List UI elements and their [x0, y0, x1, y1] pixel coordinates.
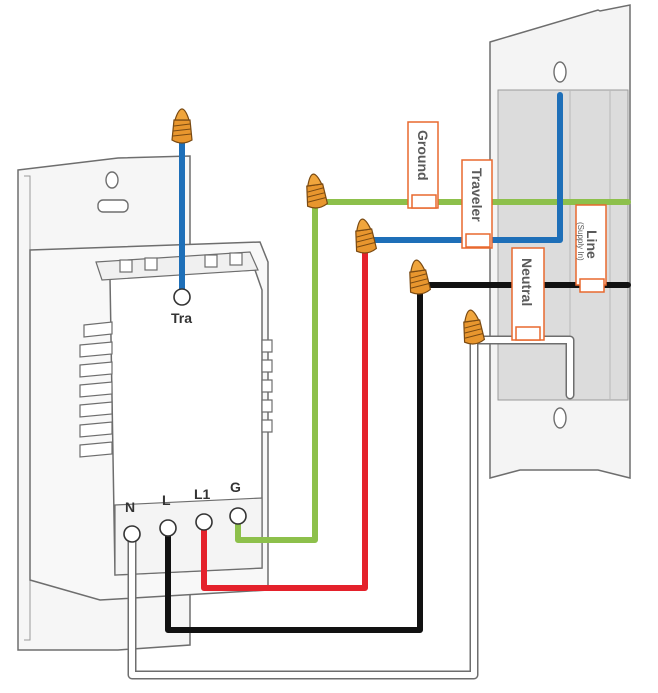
wire-nut-icon — [459, 308, 486, 346]
svg-text:Traveler: Traveler — [469, 168, 485, 222]
wire-nut-icon — [171, 108, 193, 144]
terminal-label-l1: L1 — [194, 486, 211, 502]
tag-line: Line (Supply In) — [575, 204, 607, 293]
screw-icon — [195, 513, 213, 531]
tag-ground: Ground — [407, 121, 439, 209]
svg-text:Ground: Ground — [415, 130, 431, 181]
wire-nut-icon — [302, 172, 329, 210]
svg-text:(Supply In): (Supply In) — [576, 222, 585, 261]
tag-neutral: Neutral — [511, 247, 545, 341]
terminal-label-g: G — [230, 479, 241, 495]
screw-icon — [173, 288, 191, 306]
svg-text:Neutral: Neutral — [519, 258, 535, 306]
terminal-label-tra: Tra — [171, 310, 192, 326]
wire-nut-icon — [351, 217, 378, 255]
terminal-labels: Tra N L L1 G — [125, 310, 241, 515]
svg-text:Line: Line — [584, 230, 600, 259]
screw-icon — [123, 525, 141, 543]
traveler-wire — [365, 92, 563, 243]
load-wire — [201, 242, 368, 591]
line-wire — [165, 282, 631, 633]
wire-tags: Ground Traveler Line (Supply In) Neutral — [407, 121, 607, 341]
wires — [127, 92, 631, 680]
terminal-screws — [123, 288, 247, 543]
terminal-label-l: L — [162, 492, 171, 508]
wire-nut-icon — [405, 258, 432, 296]
smart-switch-body — [29, 241, 273, 601]
screw-icon — [229, 507, 247, 525]
screw-icon — [159, 519, 177, 537]
tag-traveler: Traveler — [461, 159, 493, 249]
terminal-label-n: N — [125, 499, 135, 515]
